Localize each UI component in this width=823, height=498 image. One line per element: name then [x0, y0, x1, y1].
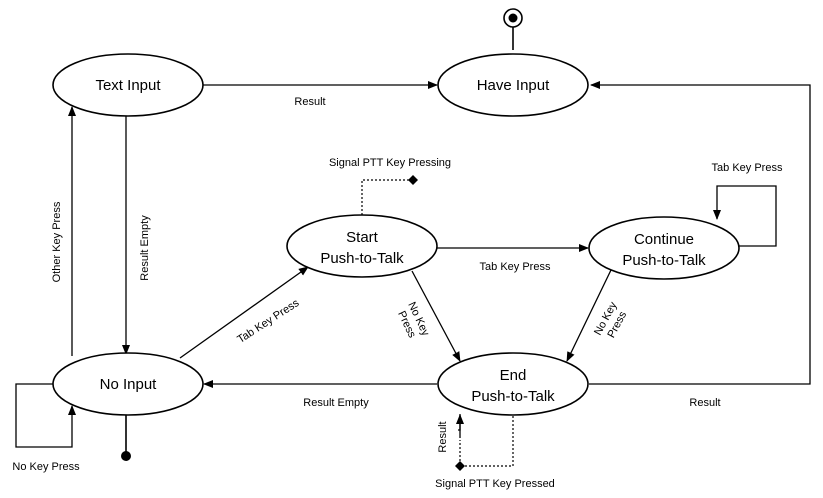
state-label-line1: Continue: [634, 231, 694, 248]
label-result-end-loop: Result: [437, 421, 449, 452]
state-label-line1: Start: [346, 229, 379, 246]
signal-connectors: [361, 175, 514, 471]
label-result-right: Result: [689, 397, 720, 409]
state-label-line2: Push-to-Talk: [320, 250, 404, 267]
label-no-key-press-loop: No Key Press: [12, 461, 80, 473]
state-text-input: Text Input: [52, 53, 204, 117]
state-continue-push-to-talk: Continue Push-to-Talk: [588, 216, 740, 280]
state-label: No Input: [100, 376, 158, 393]
label-tab-key-press-middle: Tab Key Press: [480, 261, 551, 273]
label-tab-key-press-loop: Tab Key Press: [712, 162, 783, 174]
label-result-empty-bottom: Result Empty: [303, 397, 369, 409]
state-start-push-to-talk: Start Push-to-Talk: [286, 214, 438, 278]
state-end-push-to-talk: End Push-to-Talk: [437, 352, 589, 416]
state-no-input: No Input: [52, 352, 204, 416]
transition-labels: Result Result Result Result Empty Result…: [12, 96, 783, 473]
state-label: Text Input: [95, 77, 161, 94]
signal-labels: Signal PTT Key Pressing Signal PTT Key P…: [329, 157, 555, 490]
label-no-key-press-right: No Key Press: [592, 300, 629, 341]
state-label-line1: End: [500, 367, 527, 384]
state-label-line2: Push-to-Talk: [471, 388, 555, 405]
label-tab-key-press-diagonal: Tab Key Press: [235, 297, 301, 346]
label-signal-ptt-key-pressing: Signal PTT Key Pressing: [329, 157, 451, 169]
transition-edges: [15, 81, 811, 448]
state-have-input: Have Input: [437, 53, 589, 117]
label-result-top: Result: [294, 96, 325, 108]
label-other-key-press: Other Key Press: [51, 201, 63, 282]
state-label-line2: Push-to-Talk: [622, 252, 706, 269]
label-result-empty-vertical: Result Empty: [139, 215, 151, 281]
state-label: Have Input: [477, 77, 550, 94]
label-no-key-press-left: No Key Press: [395, 300, 431, 340]
initial-state-marker: [121, 410, 131, 461]
final-state-marker: [503, 8, 523, 50]
label-signal-ptt-key-pressed: Signal PTT Key Pressed: [435, 478, 555, 490]
